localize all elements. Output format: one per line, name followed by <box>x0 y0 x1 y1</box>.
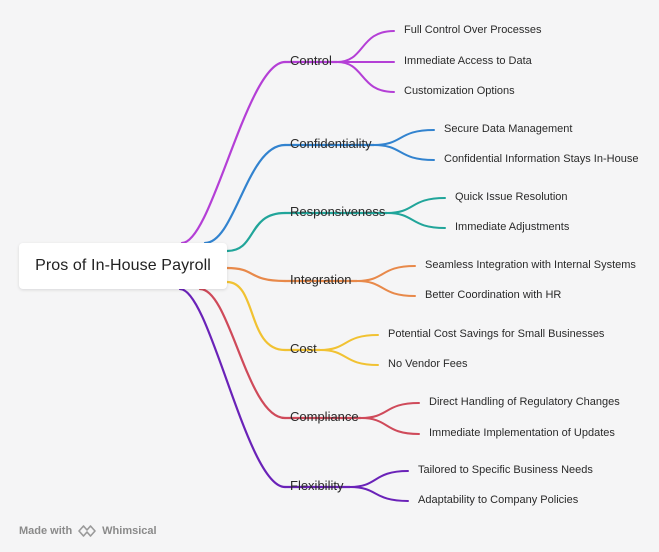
leaf-node[interactable]: Secure Data Management <box>444 123 573 135</box>
branch-integration[interactable]: Integration <box>290 272 352 287</box>
root-to-branch-connector <box>180 60 287 245</box>
leaf-node[interactable]: Better Coordination with HR <box>425 289 562 301</box>
whimsical-brand-text: Whimsical <box>102 525 157 537</box>
made-with-text: Made with <box>19 525 73 537</box>
root-to-branch-connector <box>225 280 287 352</box>
leaf-node[interactable]: Adaptability to Company Policies <box>418 494 579 506</box>
leaf-node[interactable]: Seamless Integration with Internal Syste… <box>425 259 636 271</box>
branch-to-leaf-connector <box>349 486 409 502</box>
branch-flexibility[interactable]: Flexibility <box>290 478 344 493</box>
branch-confidentiality[interactable]: Confidentiality <box>290 136 372 151</box>
branch-to-leaf-connector <box>356 265 416 282</box>
branch-to-leaf-connector <box>386 212 446 229</box>
root-to-branch-connector <box>178 287 287 489</box>
leaf-node[interactable]: Customization Options <box>404 85 515 97</box>
root-to-branch-connector <box>198 287 287 420</box>
branch-to-leaf-connector <box>319 334 379 351</box>
branch-responsiveness[interactable]: Responsiveness <box>290 204 386 219</box>
branch-to-leaf-connector <box>360 402 420 419</box>
leaf-node[interactable]: No Vendor Fees <box>388 358 468 370</box>
footer-branding: Made with Whimsical <box>19 524 157 538</box>
leaf-node[interactable]: Confidential Information Stays In-House <box>444 153 639 165</box>
branch-to-leaf-connector <box>356 280 416 297</box>
leaf-node[interactable]: Immediate Adjustments <box>455 221 570 233</box>
branch-control[interactable]: Control <box>290 53 332 68</box>
leaf-node[interactable]: Quick Issue Resolution <box>455 191 568 203</box>
leaf-node[interactable]: Potential Cost Savings for Small Busines… <box>388 328 605 340</box>
branch-to-leaf-connector <box>319 349 379 366</box>
leaf-node[interactable]: Immediate Implementation of Updates <box>429 427 615 439</box>
branch-to-leaf-connector <box>373 144 435 161</box>
root-node[interactable]: Pros of In-House Payroll <box>19 243 227 289</box>
root-to-branch-connector <box>203 143 287 245</box>
root-to-branch-connector <box>225 211 287 253</box>
branch-to-leaf-connector <box>336 61 395 93</box>
leaf-node[interactable]: Full Control Over Processes <box>404 24 542 36</box>
branch-compliance[interactable]: Compliance <box>290 409 359 424</box>
branch-to-leaf-connector <box>373 129 435 146</box>
root-to-branch-connector <box>225 266 287 283</box>
branch-to-leaf-connector <box>386 197 446 214</box>
leaf-node[interactable]: Immediate Access to Data <box>404 55 532 67</box>
leaf-node[interactable]: Direct Handling of Regulatory Changes <box>429 396 620 408</box>
branch-to-leaf-connector <box>360 417 420 435</box>
leaf-node[interactable]: Tailored to Specific Business Needs <box>418 464 593 476</box>
branch-cost[interactable]: Cost <box>290 341 317 356</box>
branch-to-leaf-connector <box>349 470 409 488</box>
whimsical-logo-icon <box>78 525 96 537</box>
branch-to-leaf-connector <box>336 30 395 63</box>
root-label: Pros of In-House Payroll <box>35 257 211 274</box>
